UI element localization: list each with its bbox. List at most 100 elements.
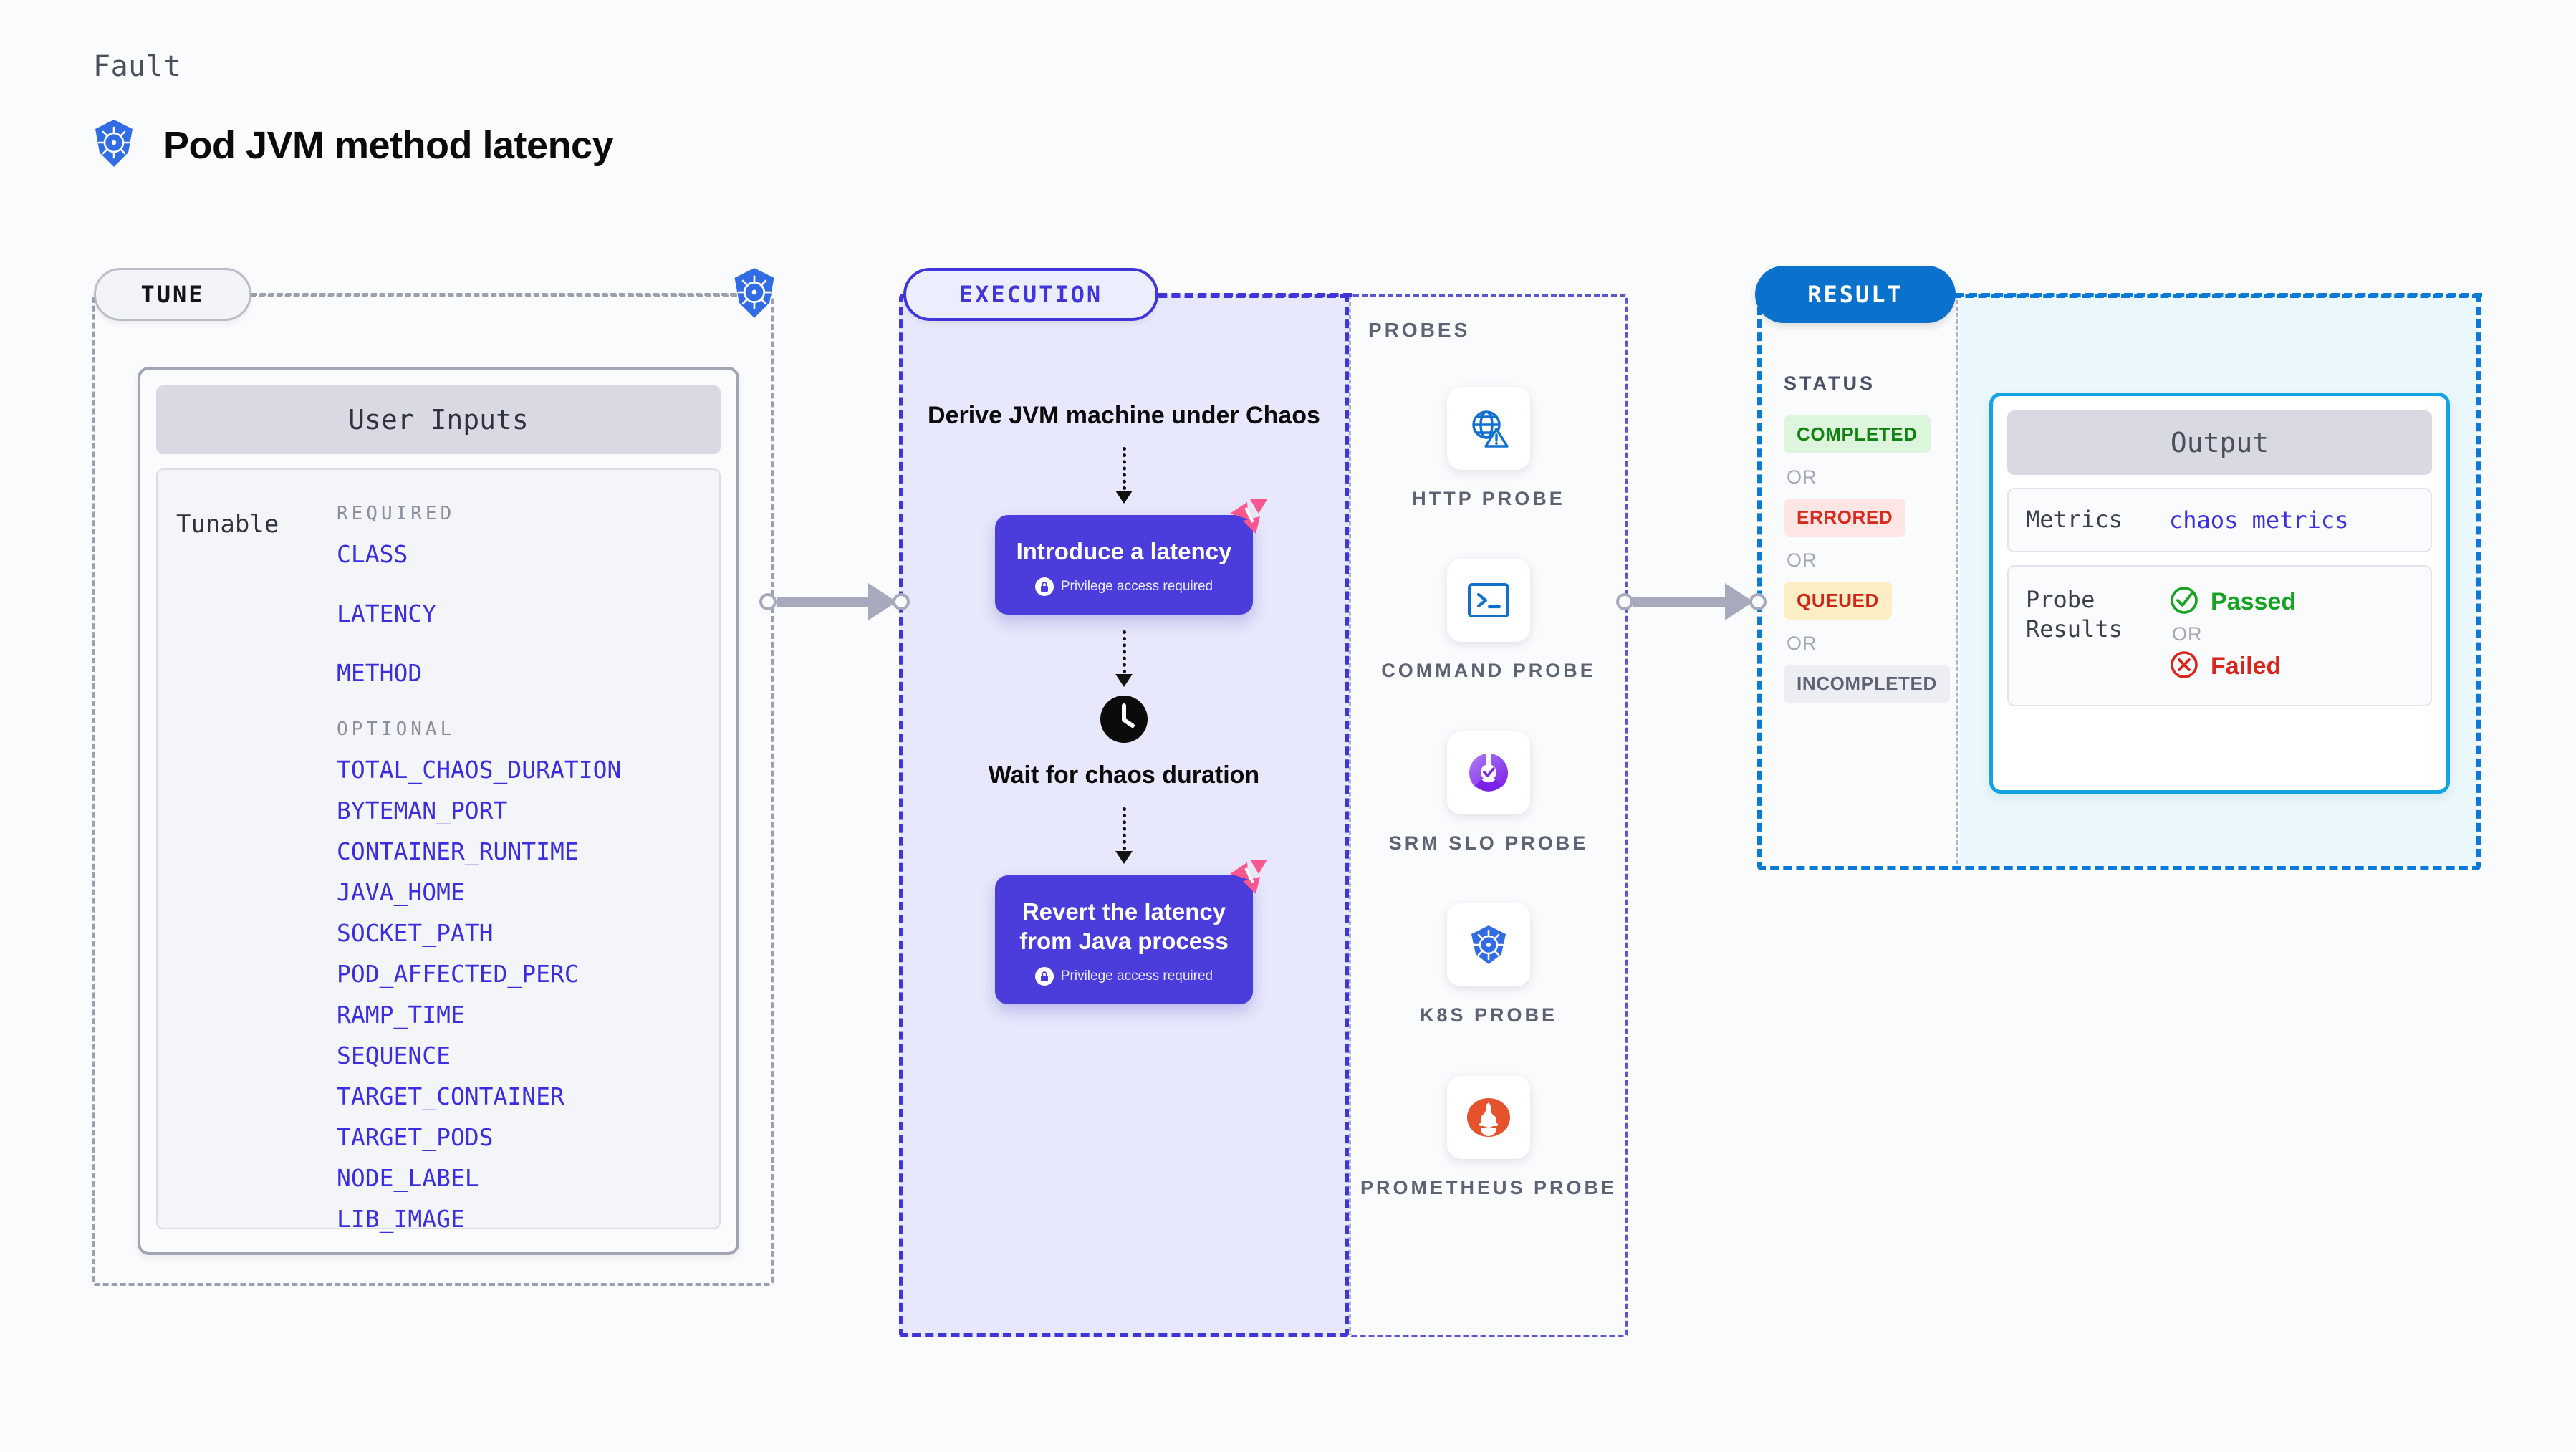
output-probe-results-row: Probe Results Passed OR xyxy=(2007,564,2432,706)
fault-eyebrow-label: Fault xyxy=(93,50,181,83)
execution-card-title: Introduce a latency xyxy=(1016,538,1232,565)
kubernetes-badge-icon xyxy=(731,266,778,323)
globe-warning-icon xyxy=(1447,387,1530,470)
param-lib-image[interactable]: LIB_IMAGE xyxy=(337,1205,465,1233)
probe-label: K8S PROBE xyxy=(1419,1004,1558,1027)
litmus-logo-icon xyxy=(1229,858,1269,899)
status-badge-errored: ERRORED xyxy=(1784,499,1906,537)
kubernetes-icon xyxy=(1446,903,1530,987)
probe-result-failed: Failed xyxy=(2169,650,2296,683)
srm-slo-icon xyxy=(1447,731,1530,814)
required-group-title: REQUIRED xyxy=(337,503,456,524)
param-container-runtime[interactable]: CONTAINER_RUNTIME xyxy=(337,837,579,865)
page-title-row: Pod JVM method latency xyxy=(92,118,614,172)
probe-label: PROMETHEUS PROBE xyxy=(1360,1176,1618,1198)
output-metrics-key: Metrics xyxy=(2026,506,2123,533)
arrow-end-dot xyxy=(1749,593,1767,610)
clock-icon xyxy=(1100,696,1148,746)
user-inputs-card: User Inputs Tunable REQUIRED CLASS LATEN… xyxy=(138,367,739,1255)
page-title: Pod JVM method latency xyxy=(163,123,614,167)
params-column: REQUIRED CLASS LATENCY METHOD OPTIONAL T… xyxy=(337,490,719,1233)
probe-label: COMMAND PROBE xyxy=(1381,660,1596,682)
execution-step-derive-title: Derive JVM machine under Chaos xyxy=(928,402,1320,429)
param-java-home[interactable]: JAVA_HOME xyxy=(337,878,465,906)
execution-card-note: Privilege access required xyxy=(1012,967,1236,986)
execution-card-note-label: Privilege access required xyxy=(1060,579,1213,595)
param-latency[interactable]: LATENCY xyxy=(337,600,437,628)
status-title: STATUS xyxy=(1784,372,1875,394)
execution-card-note-label: Privilege access required xyxy=(1060,968,1213,984)
status-or-label: OR xyxy=(1787,633,1817,654)
output-header: Output xyxy=(2007,410,2432,475)
probe-command[interactable]: COMMAND PROBE xyxy=(1381,559,1596,683)
probe-k8s[interactable]: K8S PROBE xyxy=(1420,903,1557,1028)
probes-list: HTTP PROBE COMMAND PROBE xyxy=(1349,387,1628,1248)
param-ramp-time[interactable]: RAMP_TIME xyxy=(337,1001,465,1029)
kubernetes-icon xyxy=(92,118,136,172)
execution-section-pill[interactable]: EXECUTION xyxy=(903,268,1158,321)
x-circle-icon xyxy=(2169,650,2199,683)
probe-srm-slo[interactable]: SRM SLO PROBE xyxy=(1389,731,1589,856)
output-metrics-value[interactable]: chaos metrics xyxy=(2169,506,2349,534)
execution-card-title: Revert the latency from Java process xyxy=(1019,898,1229,954)
optional-group-title: OPTIONAL xyxy=(337,718,456,740)
probe-result-passed: Passed xyxy=(2169,585,2296,619)
param-target-container[interactable]: TARGET_CONTAINER xyxy=(337,1082,564,1110)
param-byteman-port[interactable]: BYTEMAN_PORT xyxy=(337,797,508,824)
arrow-head xyxy=(868,583,897,620)
execution-dotted-arrow-2 xyxy=(1115,630,1133,688)
arrow-end-dot xyxy=(893,593,910,610)
probes-title: PROBES xyxy=(1368,319,1471,341)
user-inputs-header: User Inputs xyxy=(156,385,721,454)
status-badge-incompleted: INCOMPLETED xyxy=(1784,665,1950,703)
arrow-start-dot xyxy=(1616,593,1633,610)
probe-result-passed-label: Passed xyxy=(2211,587,2297,615)
terminal-icon xyxy=(1447,559,1530,643)
probe-result-or-label: OR xyxy=(2172,622,2203,645)
user-inputs-body: Tunable REQUIRED CLASS LATENCY METHOD OP… xyxy=(156,468,721,1233)
execution-card-introduce-latency[interactable]: Introduce a latency Privilege access req… xyxy=(995,499,1267,615)
output-card: Output Metrics chaos metrics Probe Resul… xyxy=(1989,393,2450,794)
prometheus-icon xyxy=(1446,1075,1530,1159)
tune-section-pill[interactable]: TUNE xyxy=(94,268,251,321)
output-probe-results-key: Probe Results xyxy=(2026,585,2123,643)
result-section-pill[interactable]: RESULT xyxy=(1755,266,1956,323)
status-or-label: OR xyxy=(1787,466,1817,488)
status-or-label: OR xyxy=(1787,549,1817,571)
execution-steps-column: Derive JVM machine under Chaos Introduce… xyxy=(899,337,1349,1005)
param-class[interactable]: CLASS xyxy=(337,540,408,568)
param-target-pods[interactable]: TARGET_PODS xyxy=(337,1123,494,1151)
arrow-head xyxy=(1725,583,1754,620)
result-status-column-divider xyxy=(1757,294,1958,870)
arrow-shaft xyxy=(1633,597,1726,607)
param-socket-path[interactable]: SOCKET_PATH xyxy=(337,919,494,947)
execution-header-connector-line xyxy=(1158,293,1352,297)
result-header-connector-line xyxy=(1956,293,2482,297)
param-method[interactable]: METHOD xyxy=(337,659,423,687)
arrow-start-dot xyxy=(759,593,777,610)
status-badge-completed: COMPLETED xyxy=(1784,415,1931,453)
execution-card-note: Privilege access required xyxy=(1012,577,1236,597)
execution-dotted-arrow-3 xyxy=(1115,807,1133,864)
lock-icon xyxy=(1034,967,1054,986)
lock-icon xyxy=(1034,577,1054,597)
execution-dotted-arrow-1 xyxy=(1115,447,1133,504)
param-pod-affected-perc[interactable]: POD_AFFECTED_PERC xyxy=(337,960,579,988)
tune-header-connector-line xyxy=(251,293,753,296)
probe-prometheus[interactable]: PROMETHEUS PROBE xyxy=(1360,1075,1618,1201)
param-sequence[interactable]: SEQUENCE xyxy=(337,1042,451,1069)
probe-label: SRM SLO PROBE xyxy=(1388,832,1589,854)
output-probe-results-values: Passed OR Failed xyxy=(2169,585,2296,683)
probe-label: HTTP PROBE xyxy=(1412,488,1565,509)
arrow-shaft xyxy=(777,597,870,607)
param-total-chaos-duration[interactable]: TOTAL_CHAOS_DURATION xyxy=(337,756,622,784)
execution-card-revert-latency[interactable]: Revert the latency from Java process Pri… xyxy=(995,859,1267,1005)
probe-http[interactable]: HTTP PROBE xyxy=(1412,387,1565,511)
status-badge-queued: QUEUED xyxy=(1784,582,1892,620)
execution-step-wait-title: Wait for chaos duration xyxy=(988,761,1260,789)
probe-result-failed-label: Failed xyxy=(2211,652,2282,680)
param-node-label[interactable]: NODE_LABEL xyxy=(337,1164,479,1192)
status-badge-stack: COMPLETED OR ERRORED OR QUEUED OR INCOMP… xyxy=(1784,415,1963,710)
check-circle-icon xyxy=(2169,585,2199,619)
